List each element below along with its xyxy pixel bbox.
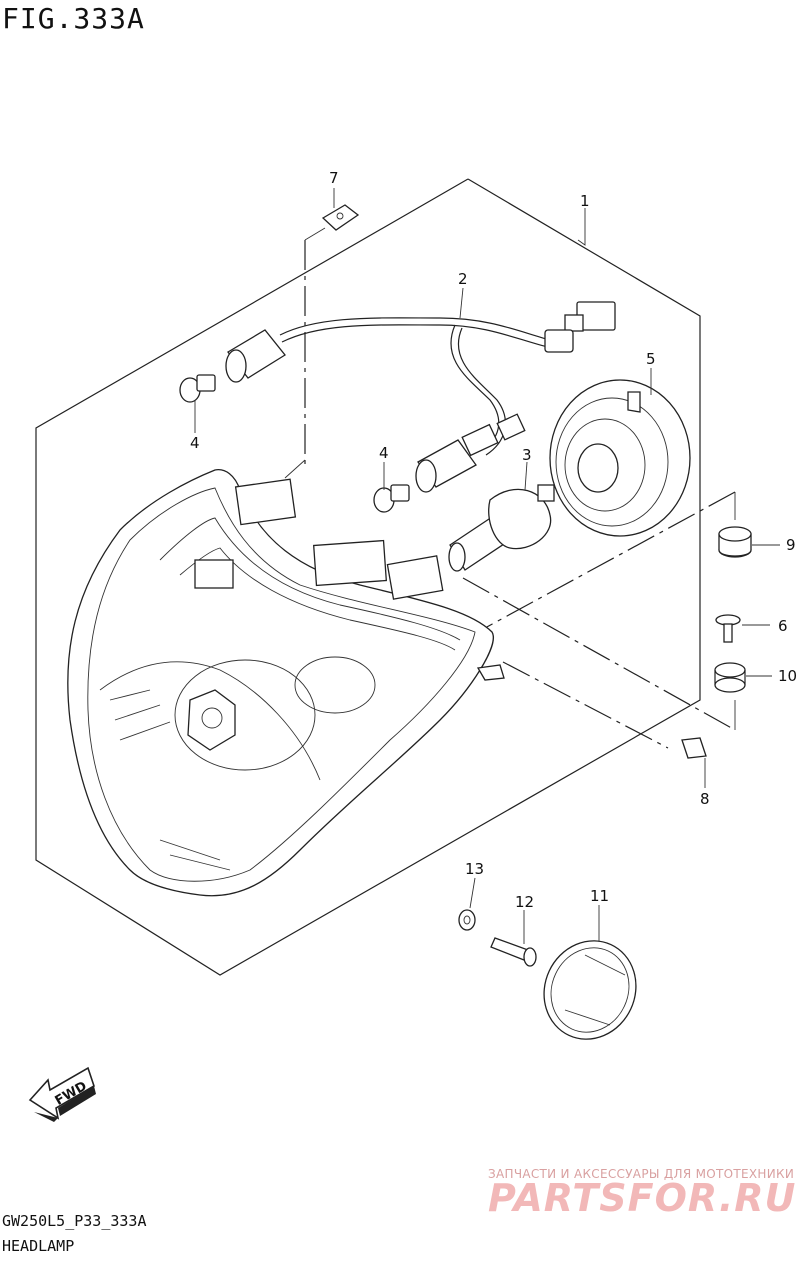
- callout-6: 6: [778, 617, 788, 635]
- callout-9: 9: [786, 536, 796, 554]
- figure-title: FIG.333A: [2, 2, 145, 35]
- headlamp-housing: [67, 469, 505, 897]
- guide-lines: [284, 227, 736, 749]
- bulb-sockets: [225, 329, 526, 493]
- callout-3: 3: [522, 446, 532, 464]
- callout-13: 13: [465, 860, 484, 878]
- callout-7: 7: [329, 169, 339, 187]
- assembly-outline: [35, 178, 701, 976]
- callout-10: 10: [778, 667, 797, 685]
- diagram-code: GW250L5_P33_333A: [2, 1212, 147, 1230]
- leader-lines: [194, 188, 780, 944]
- watermark-brand: PARTSFOR.RU: [488, 1176, 797, 1220]
- callout-1: 1: [580, 192, 590, 210]
- fwd-arrow-badge: FWD: [28, 1066, 96, 1122]
- callout-2: 2: [458, 270, 468, 288]
- hardware-parts: [321, 204, 752, 1040]
- dust-cover: [549, 379, 691, 537]
- headlamp-bulb: [448, 484, 555, 572]
- small-bulbs: [179, 374, 410, 513]
- callout-8: 8: [700, 790, 710, 808]
- watermark-tagline: ЗАПЧАСТИ И АКСЕССУАРЫ ДЛЯ МОТОТЕХНИКИ: [488, 1167, 795, 1181]
- callout-4b: 4: [379, 444, 389, 462]
- callout-4a: 4: [190, 434, 200, 452]
- callout-12: 12: [515, 893, 534, 911]
- callout-11: 11: [590, 887, 609, 905]
- callout-numbers: 1 2 3 4 4 5 6 7 8 9 10 11 12 13: [190, 169, 797, 911]
- diagram-name: HEADLAMP: [2, 1237, 75, 1255]
- callout-5: 5: [646, 350, 656, 368]
